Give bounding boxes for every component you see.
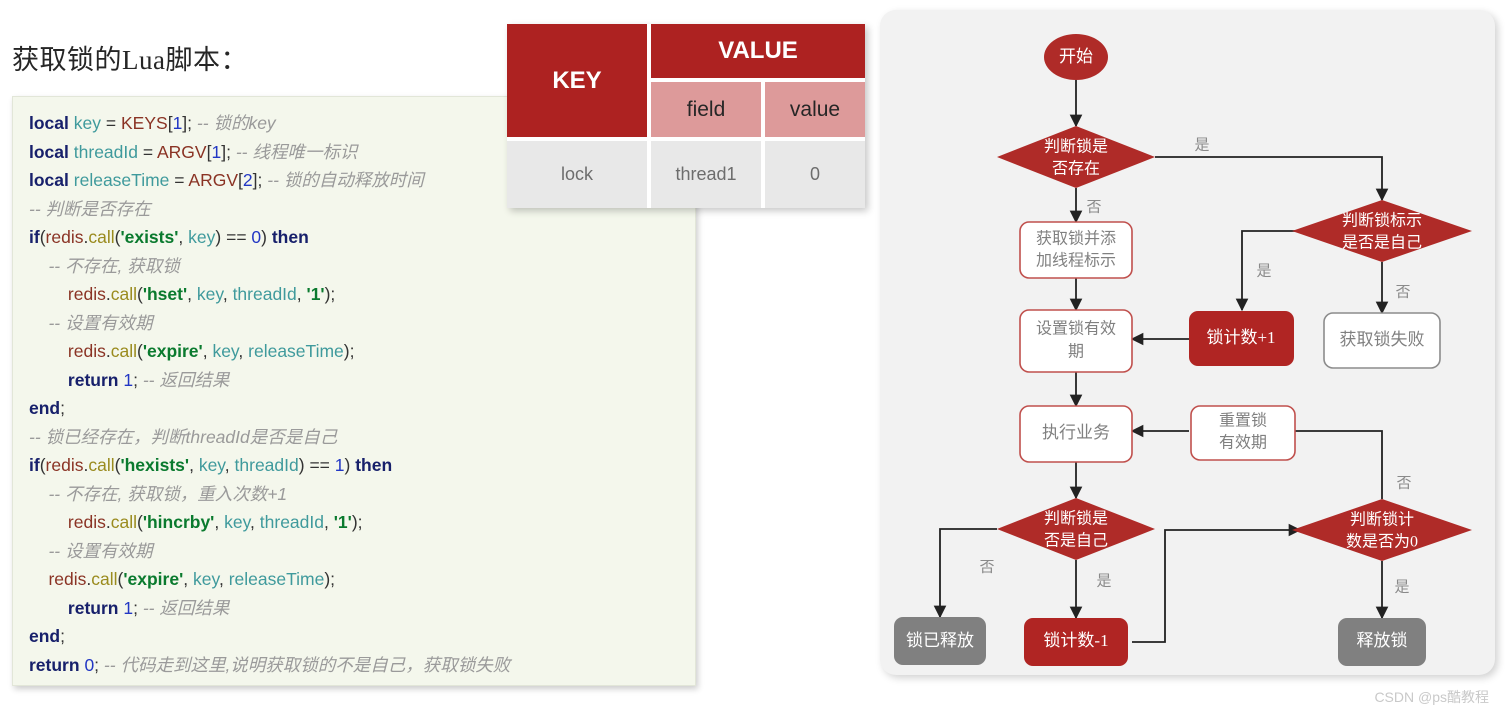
flow-node-lock-exists-line2: 否存在 xyxy=(1052,160,1100,178)
code-line: end; xyxy=(29,398,65,418)
flow-node-reset-expire-line2: 有效期 xyxy=(1219,434,1267,452)
flow-node-acquire-fail[interactable]: 获取锁失败 xyxy=(1323,312,1441,369)
edge-label-countzero-yes: 是 xyxy=(1394,579,1409,595)
edge-label-unlockself-no: 否 xyxy=(979,559,994,575)
flow-node-set-expire[interactable]: 设置锁有效 期 xyxy=(1019,309,1133,373)
flow-node-is-self-unlock[interactable]: 判断锁是 否是自己 xyxy=(997,498,1155,560)
flow-connectors xyxy=(933,80,1389,643)
edge-label-exists-no: 否 xyxy=(1086,199,1101,215)
flow-node-count-zero[interactable]: 判断锁计 数是否为0 xyxy=(1292,499,1472,561)
flow-node-release-lock[interactable]: 释放锁 xyxy=(1338,618,1426,666)
flow-node-acquire-fail-label: 获取锁失败 xyxy=(1340,330,1425,349)
edge-label-selfflag-no: 否 xyxy=(1395,284,1410,300)
code-line: redis.call('hincrby', key, threadId, '1'… xyxy=(67,512,363,532)
watermark: CSDN @ps酷教程 xyxy=(1374,689,1489,705)
code-line: local threadId = ARGV[1]; -- 线程唯一标识 xyxy=(29,141,358,162)
flow-node-count-minus-label: 锁计数-1 xyxy=(1043,631,1108,650)
flow-node-execute-biz-label: 执行业务 xyxy=(1042,423,1110,442)
flow-node-start[interactable]: 开始 xyxy=(1044,34,1108,80)
flow-node-is-self-unlock-line2: 否是自己 xyxy=(1044,532,1108,550)
flow-node-acquire-lock-line2: 加线程标示 xyxy=(1036,252,1116,270)
code-line: return 1; -- 返回结果 xyxy=(67,369,230,390)
edge-label-selfflag-yes: 是 xyxy=(1256,263,1271,279)
code-line: -- 不存在, 获取锁 xyxy=(48,255,180,276)
flow-node-is-self-unlock-line1: 判断锁是 xyxy=(1044,510,1108,528)
code-line: -- 判断是否存在 xyxy=(29,198,151,219)
code-line: if(redis.call('hexists', key, threadId) … xyxy=(29,455,393,475)
flow-node-lock-exists[interactable]: 判断锁是 否存在 xyxy=(997,126,1155,188)
flow-node-set-expire-line1: 设置锁有效 xyxy=(1036,320,1116,338)
flow-node-reset-expire[interactable]: 重置锁 有效期 xyxy=(1190,405,1296,461)
flowchart-panel: 是 否 是 否 否 是 否 是 开始 判断锁是 否存在 获取锁并添 加线程标示 … xyxy=(880,10,1495,675)
flow-node-is-self-flag-line1: 判断锁标示 xyxy=(1342,212,1422,230)
table-subheader-value: value xyxy=(765,82,865,139)
flow-node-count-zero-line1: 判断锁计 xyxy=(1350,511,1414,529)
code-line: local key = KEYS[1]; -- 锁的key xyxy=(29,113,276,133)
flow-node-count-plus[interactable]: 锁计数+1 xyxy=(1189,311,1294,366)
table-header-key: KEY xyxy=(507,24,649,139)
page-title: 获取锁的Lua脚本： xyxy=(12,45,248,75)
code-line: -- 设置有效期 xyxy=(48,312,153,333)
table-cell-key: lock xyxy=(507,141,649,208)
code-line: return 1; -- 返回结果 xyxy=(67,597,230,618)
flow-node-set-expire-line2: 期 xyxy=(1068,343,1084,361)
flow-node-lock-released[interactable]: 锁已释放 xyxy=(894,617,986,665)
flow-node-acquire-lock[interactable]: 获取锁并添 加线程标示 xyxy=(1019,221,1133,279)
code-line: redis.call('hset', key, threadId, '1'); xyxy=(67,284,336,304)
table-subheader-field: field xyxy=(651,82,763,139)
table-header-value: VALUE xyxy=(651,24,865,80)
code-line: -- 锁已经存在，判断threadId是否是自己 xyxy=(29,426,338,447)
table-cell-value: 0 xyxy=(765,141,865,208)
flow-node-lock-released-label: 锁已释放 xyxy=(906,631,974,650)
flow-node-start-label: 开始 xyxy=(1059,47,1093,66)
flow-node-lock-exists-line1: 判断锁是 xyxy=(1044,138,1108,156)
flow-node-count-minus[interactable]: 锁计数-1 xyxy=(1024,618,1128,666)
code-line: -- 设置有效期 xyxy=(48,540,153,561)
table-cell-field: thread1 xyxy=(651,141,763,208)
code-line: end; xyxy=(29,626,65,646)
flow-node-count-plus-label: 锁计数+1 xyxy=(1206,328,1275,347)
code-line: local releaseTime = ARGV[2]; -- 锁的自动释放时间 xyxy=(29,170,424,190)
redis-hash-table: KEY VALUE field value lock thread1 0 xyxy=(507,24,865,208)
edge-label-exists-yes: 是 xyxy=(1194,137,1209,153)
flow-node-is-self-flag-line2: 是否是自己 xyxy=(1342,234,1422,252)
code-line: -- 不存在, 获取锁，重入次数+1 xyxy=(48,483,288,504)
flow-node-count-zero-line2: 数是否为0 xyxy=(1346,533,1418,551)
edge-label-countzero-no: 否 xyxy=(1396,475,1411,491)
edge-label-unlockself-yes: 是 xyxy=(1096,573,1111,589)
flow-node-execute-biz[interactable]: 执行业务 xyxy=(1019,405,1133,463)
code-line: redis.call('expire', key, releaseTime); xyxy=(48,569,336,589)
flow-node-is-self-flag[interactable]: 判断锁标示 是否是自己 xyxy=(1292,200,1472,262)
flow-node-release-lock-label: 释放锁 xyxy=(1357,631,1408,650)
flow-node-acquire-lock-line1: 获取锁并添 xyxy=(1036,230,1116,248)
code-line: redis.call('expire', key, releaseTime); xyxy=(67,341,355,361)
code-line: if(redis.call('exists', key) == 0) then xyxy=(29,227,309,247)
code-line: return 0; -- 代码走到这里,说明获取锁的不是自己，获取锁失败 xyxy=(29,654,511,675)
flow-node-reset-expire-line1: 重置锁 xyxy=(1219,412,1267,430)
